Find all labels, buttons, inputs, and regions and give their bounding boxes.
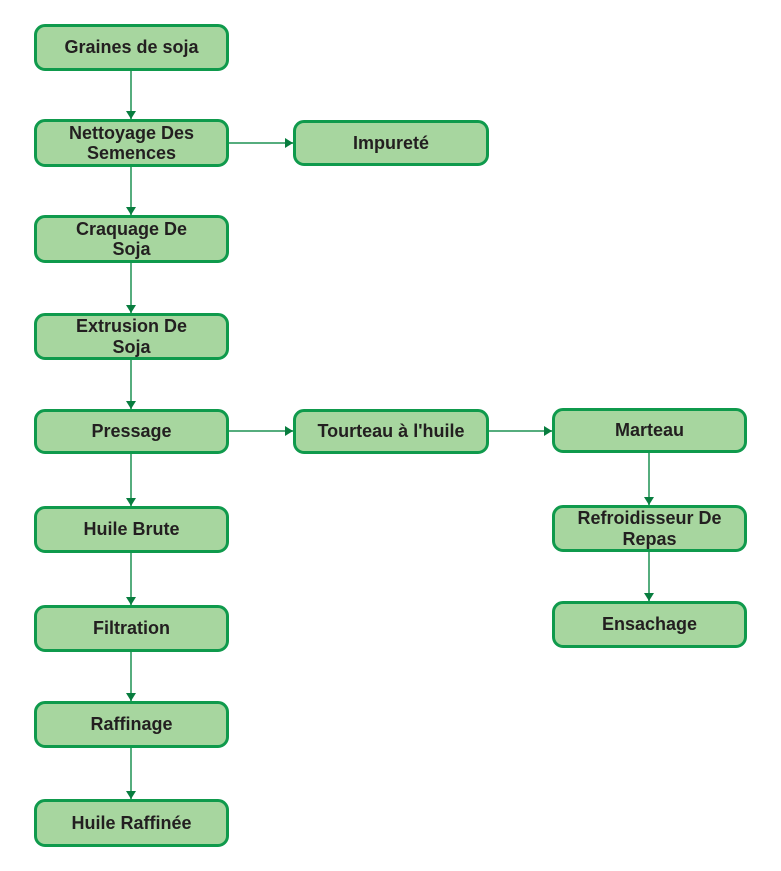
edge-extrusion-to-pressage-arrow bbox=[126, 360, 136, 409]
node-marteau: Marteau bbox=[552, 408, 747, 453]
node-pressage: Pressage bbox=[34, 409, 229, 454]
edge-marteau-to-refroidisseur-arrow bbox=[644, 453, 654, 505]
node-huile-brute: Huile Brute bbox=[34, 506, 229, 553]
node-filtration: Filtration bbox=[34, 605, 229, 652]
node-craquage-de-soja: Craquage De Soja bbox=[34, 215, 229, 263]
node-huile-raffinee: Huile Raffinée bbox=[34, 799, 229, 847]
edge-huile-brute-to-filtration-arrow bbox=[126, 553, 136, 605]
edge-pressage-to-tourteau-arrow bbox=[229, 426, 293, 436]
edge-graines-to-nettoyage-arrow bbox=[126, 71, 136, 119]
edge-tourteau-to-marteau-arrow bbox=[489, 426, 552, 436]
node-raffinage: Raffinage bbox=[34, 701, 229, 748]
node-tourteau-a-l-huile: Tourteau à l'huile bbox=[293, 409, 489, 454]
node-nettoyage-des-semences: Nettoyage Des Semences bbox=[34, 119, 229, 167]
edge-craquage-to-extrusion-arrow bbox=[126, 263, 136, 313]
node-refroidisseur-de-repas: Refroidisseur De Repas bbox=[552, 505, 747, 552]
edge-nettoyage-to-craquage-arrow bbox=[126, 167, 136, 215]
node-ensachage: Ensachage bbox=[552, 601, 747, 648]
node-impurete: Impureté bbox=[293, 120, 489, 166]
node-graines-de-soja: Graines de soja bbox=[34, 24, 229, 71]
edge-raffinage-to-huile-raffinee-arrow bbox=[126, 748, 136, 799]
node-extrusion-de-soja: Extrusion De Soja bbox=[34, 313, 229, 360]
edge-nettoyage-to-impurete-arrow bbox=[229, 138, 293, 148]
edge-filtration-to-raffinage-arrow bbox=[126, 652, 136, 701]
edge-pressage-to-huile-brute-arrow bbox=[126, 454, 136, 506]
edge-refroidisseur-to-ensachage-arrow bbox=[644, 552, 654, 601]
